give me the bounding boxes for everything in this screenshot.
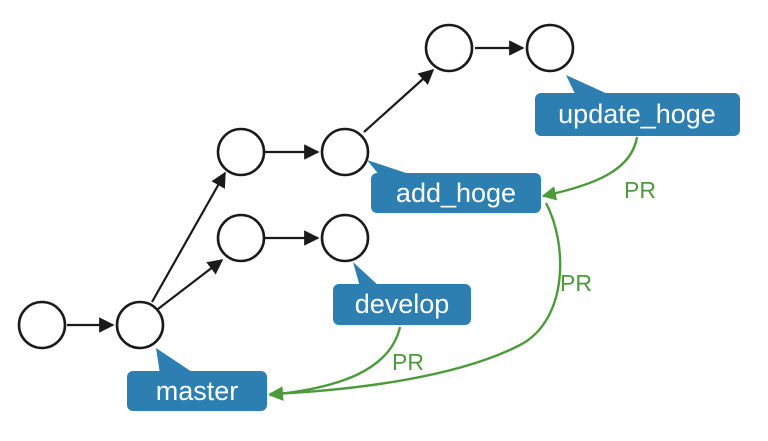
commit-node — [216, 127, 266, 177]
label-box — [127, 371, 267, 411]
branch-name: add_hoge — [396, 178, 516, 208]
pr-arrow-develop-to-master — [268, 326, 402, 401]
commit-node — [424, 23, 474, 73]
edge-c2-c3 — [151, 171, 226, 303]
pr-label: PR — [392, 349, 424, 375]
pr-label: PR — [624, 177, 656, 203]
label-pointer — [566, 75, 612, 96]
commit-node — [115, 300, 165, 350]
label-box — [535, 93, 740, 136]
branch-label-master: master — [127, 348, 267, 411]
commit-node — [320, 213, 370, 263]
branch-name: develop — [355, 289, 450, 319]
branch-label-update-hoge: update_hoge — [535, 75, 740, 136]
label-pointer — [353, 262, 380, 287]
commit-nodes — [17, 23, 575, 350]
commit-node — [525, 23, 575, 73]
branch-name: master — [156, 376, 239, 406]
pr-arrow-update-to-add — [541, 136, 639, 201]
commit-node — [216, 213, 266, 263]
edge-c4-c5 — [363, 68, 435, 133]
commit-edges — [67, 40, 525, 333]
label-box — [333, 284, 471, 325]
branch-label-develop: develop — [333, 262, 471, 325]
commit-node — [320, 127, 370, 177]
pr-arrows — [268, 136, 639, 401]
edge-c2-c6 — [157, 259, 224, 310]
commit-node — [17, 300, 67, 350]
label-box — [371, 173, 541, 213]
label-pointer — [367, 160, 415, 176]
pr-label: PR — [560, 270, 592, 296]
branch-label-add-hoge: add_hoge — [367, 160, 541, 213]
label-pointer — [156, 348, 195, 374]
pr-arrow-add-to-master — [268, 202, 562, 401]
branch-name: update_hoge — [558, 99, 716, 129]
